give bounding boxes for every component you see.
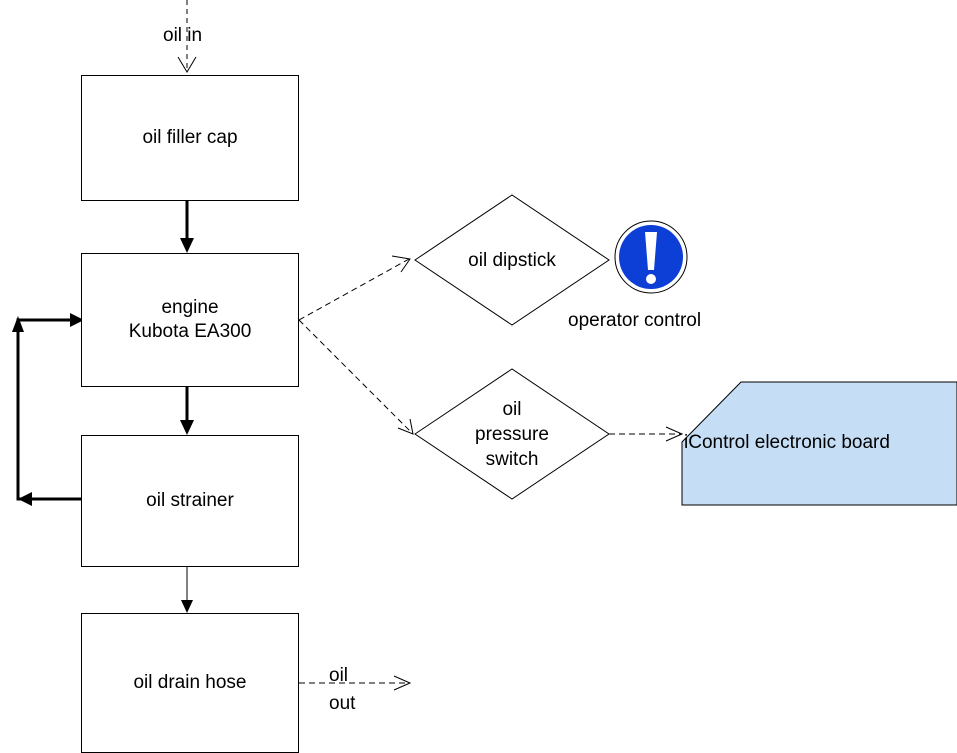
engine-to-strainer-arrowhead (180, 420, 194, 435)
oil-pressure-switch-label: oil pressure switch (475, 398, 549, 470)
oil-dipstick-label: oil dipstick (468, 249, 556, 271)
filler-to-engine-arrowhead (180, 238, 194, 253)
engine-to-dipstick-arrow (298, 258, 410, 321)
oil-out-arrowhead (393, 675, 412, 691)
oil-filler-cap-label: oil filler cap (142, 127, 238, 148)
icontrol-board-shape (681, 381, 957, 506)
icontrol-board-label: iControl electronic board (684, 432, 890, 453)
exclamation-mark-icon (614, 220, 688, 294)
oil-out-label: oil out (329, 665, 356, 714)
oil-filler-cap-box: oil filler cap (81, 75, 299, 201)
engine-to-pressure-switch-arrow (298, 319, 414, 435)
loop-arrowhead-to-engine (70, 313, 84, 327)
strainer-to-drain-arrowhead (181, 600, 193, 613)
engine-label: engine Kubota EA300 (128, 297, 252, 342)
loop-arrowhead-from-strainer (18, 492, 32, 506)
oil-drain-hose-box: oil drain hose (81, 613, 299, 753)
engine-to-pressure-switch-arrowhead (397, 418, 414, 435)
operator-control-label: operator control (568, 310, 702, 331)
oil-strainer-label: oil strainer (146, 490, 234, 511)
recirculation-loop (16, 318, 84, 501)
engine-to-dipstick-arrowhead (391, 255, 411, 273)
oil-in-arrowhead (177, 56, 197, 73)
oil-dipstick-label-wrap: oil dipstick (430, 235, 594, 285)
switch-to-board-arrowhead (665, 426, 684, 442)
oil-strainer-box: oil strainer (81, 435, 299, 567)
engine-box: engine Kubota EA300 (81, 253, 299, 387)
oil-drain-hose-label: oil drain hose (133, 672, 247, 693)
loop-arrowhead-up (12, 316, 24, 332)
oil-pressure-switch-label-wrap: oil pressure switch (440, 394, 584, 474)
oil-dipstick-diamond (414, 194, 610, 326)
oil-in-label: oil in (163, 25, 203, 46)
